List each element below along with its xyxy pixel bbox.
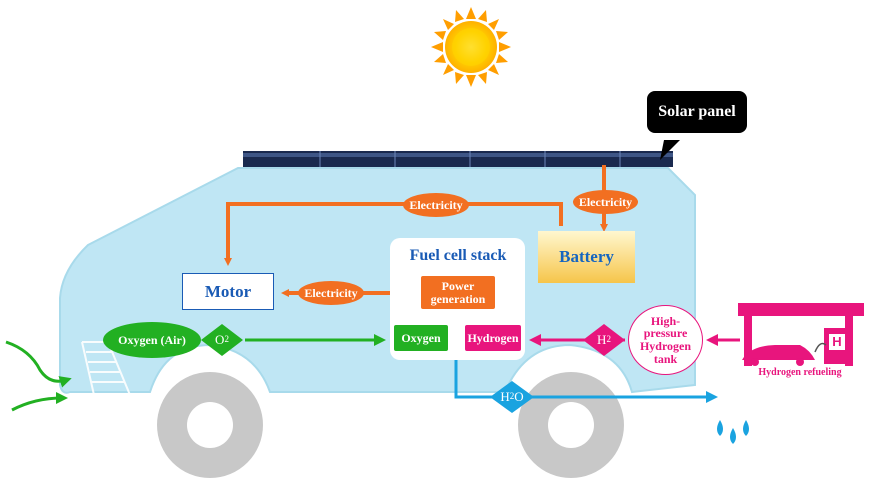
electricity-right-label: Electricity	[573, 190, 638, 214]
o2-letter: O	[215, 332, 225, 348]
electricity-top-label: Electricity	[403, 193, 469, 217]
water-exhaust-arrow	[454, 360, 718, 403]
h2o-o: O	[514, 389, 524, 405]
hydrogen-tank: High-pressure Hydrogen tank	[628, 305, 703, 375]
hydrogen-station-icon	[738, 303, 864, 366]
station-sign-letter: H	[832, 334, 842, 350]
power-generation-box: Power generation	[421, 276, 495, 309]
hydrogen-refueling-label: Hydrogen refueling	[758, 366, 842, 378]
o2-diamond	[201, 324, 243, 356]
outside-air-arrow-1	[5, 340, 72, 388]
h2o-h: H	[500, 389, 510, 405]
hydrogen-box: Hydrogen	[465, 325, 521, 351]
h2o-diamond	[490, 381, 534, 413]
motor-box: Motor	[182, 273, 274, 310]
fuel-cell-stack-title: Fuel cell stack	[409, 246, 507, 264]
solar-panel-label: Solar panel	[647, 91, 747, 133]
sun-icon	[431, 7, 511, 87]
battery-box: Battery	[538, 231, 635, 283]
solar-panel-strip	[243, 151, 673, 167]
h2o-subscript: 2	[509, 391, 515, 402]
oxygen-air-label: Oxygen (Air)	[103, 322, 201, 358]
water-drops-icon	[717, 420, 749, 444]
outside-air-arrow-2	[11, 392, 68, 412]
h2-diamond	[583, 324, 625, 356]
h2-letter: H	[597, 332, 607, 348]
battery-to-motor-arrow	[224, 202, 563, 266]
electricity-motor-label: Electricity	[298, 281, 364, 305]
rear-wheel-icon	[518, 372, 624, 478]
front-wheel-icon	[157, 372, 263, 478]
h2-subscript: 2	[606, 334, 611, 345]
solar-callout-tail	[660, 140, 680, 160]
o2-subscript: 2	[224, 334, 229, 345]
oxygen-box: Oxygen	[394, 325, 448, 351]
